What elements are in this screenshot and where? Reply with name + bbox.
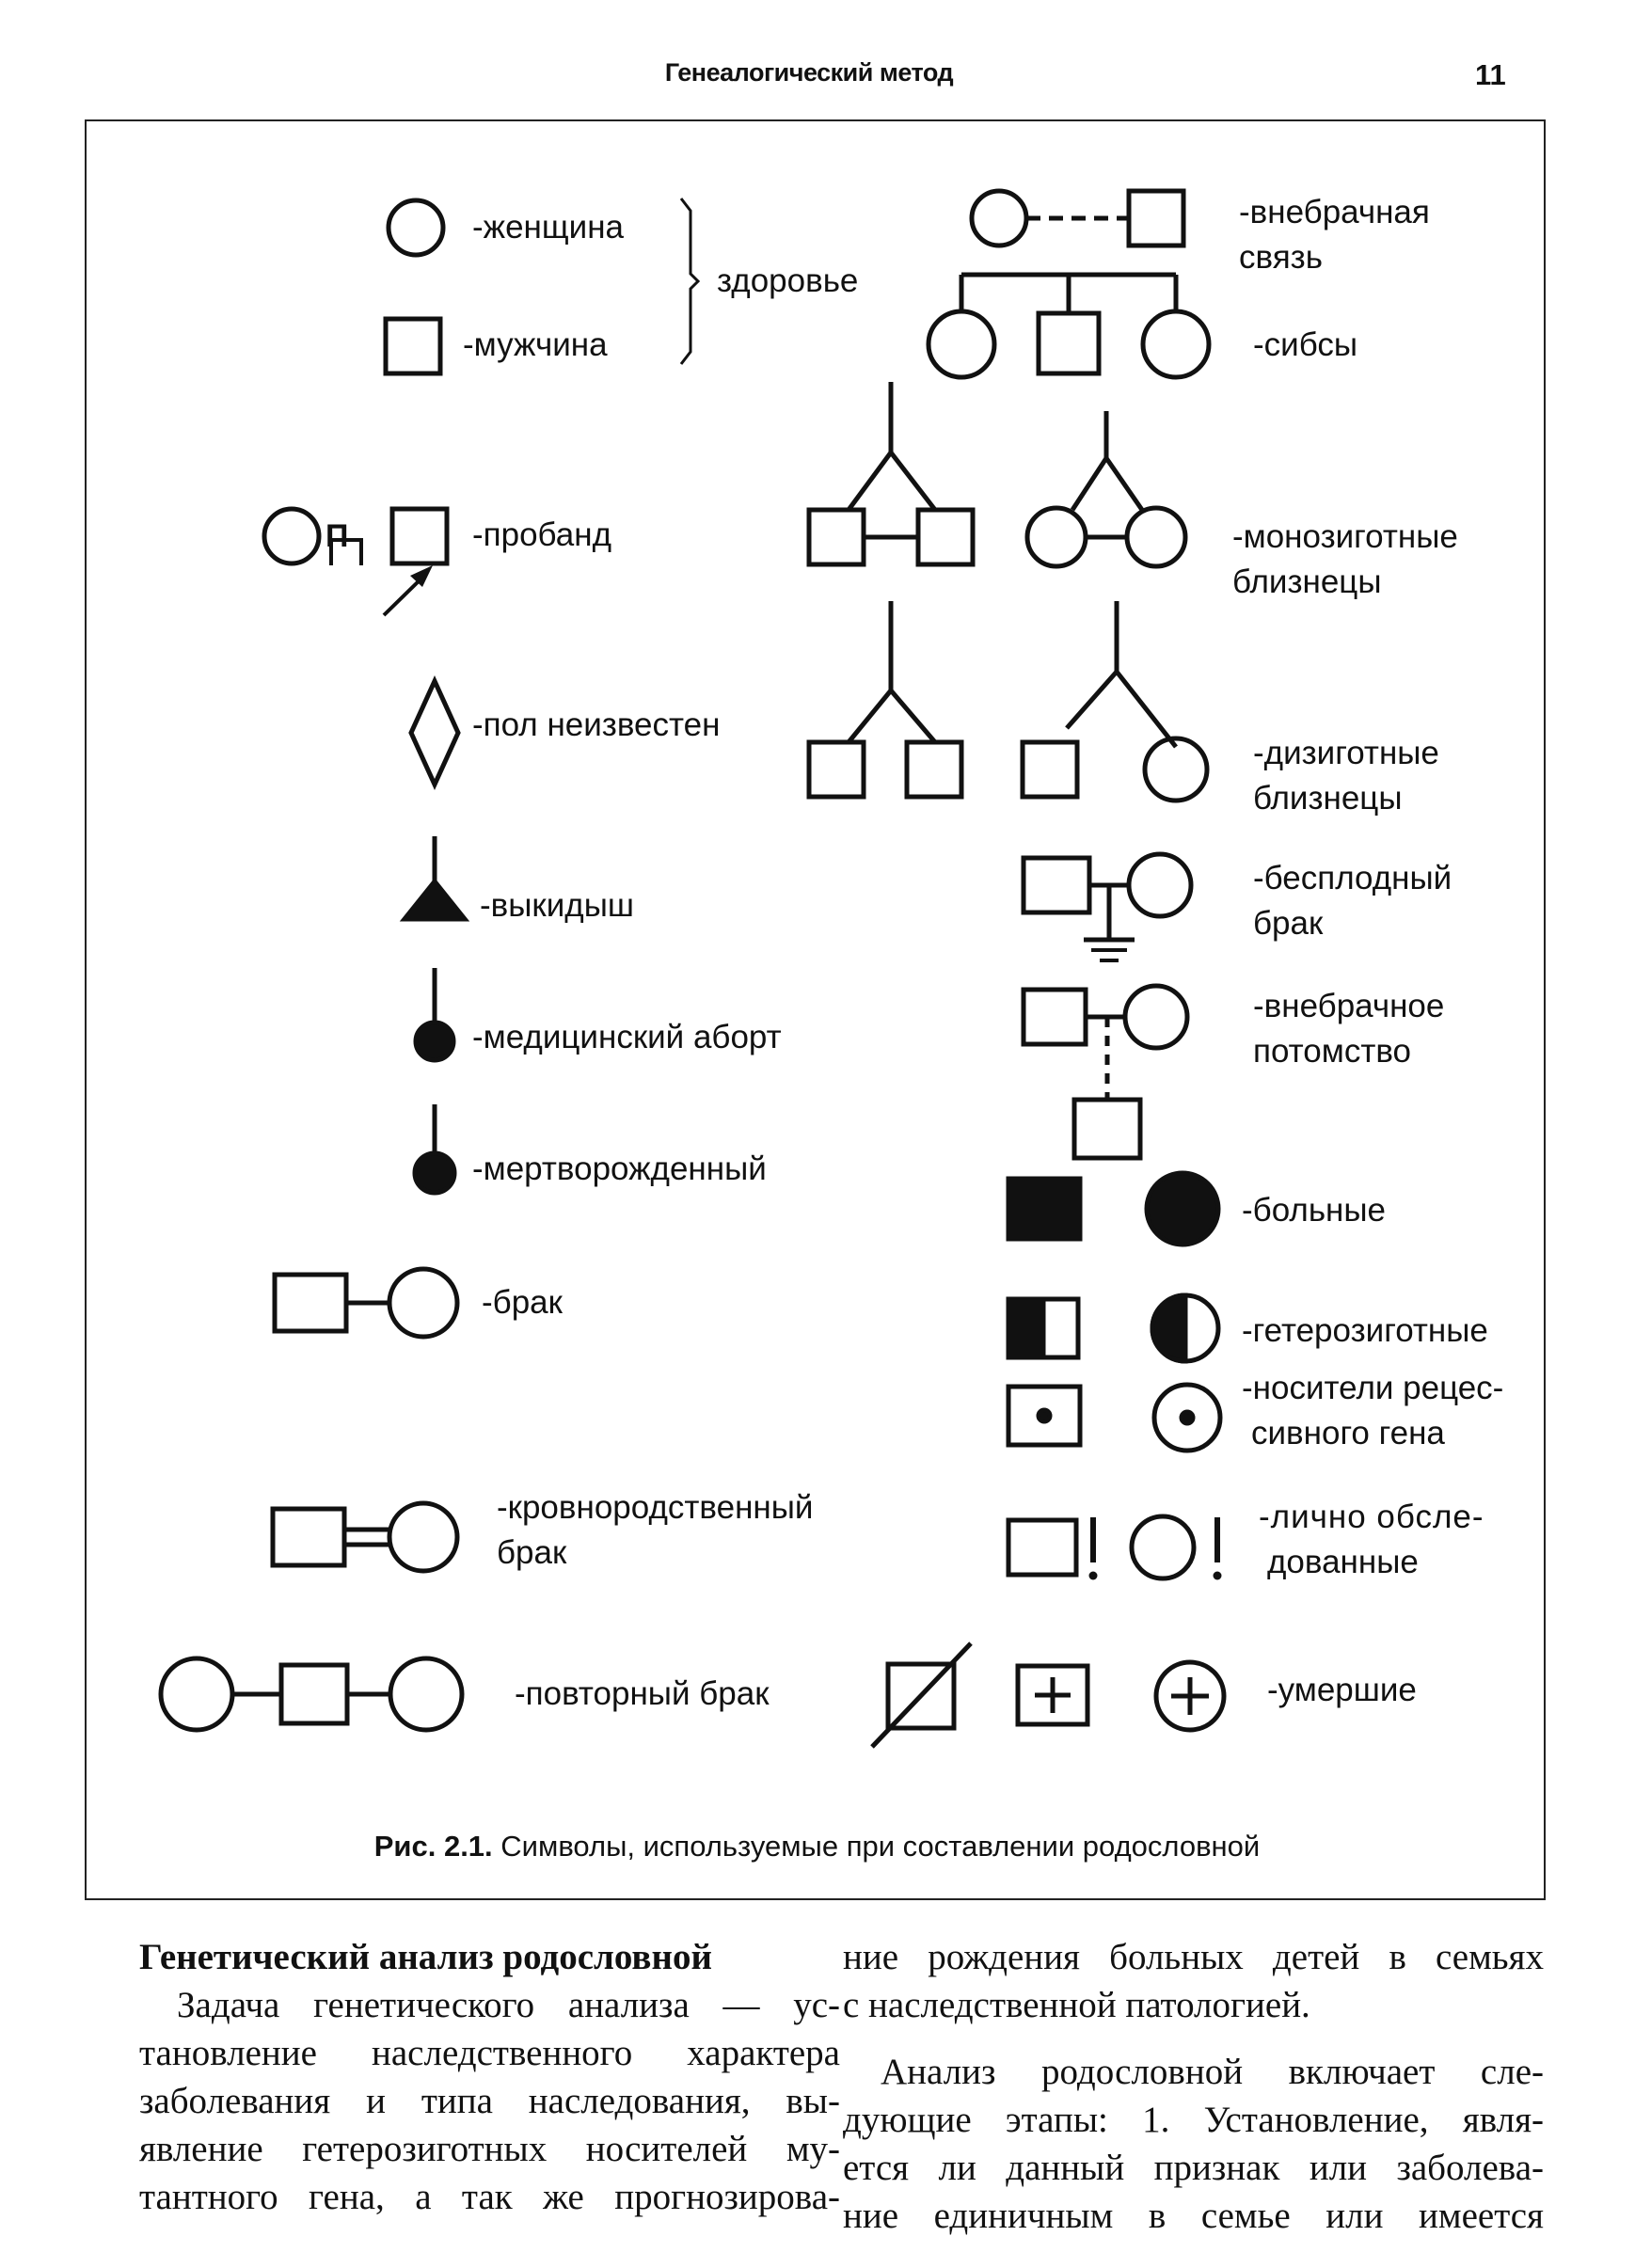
carrier-male-symbol (1006, 1384, 1083, 1448)
text-line: ние рождения больных детей в семьях (843, 1937, 1544, 1977)
miscarriage-symbol (399, 836, 470, 922)
label-affected: -больные (1242, 1192, 1387, 1229)
text-line: ние единичным в семье или имеется (843, 2196, 1544, 2236)
label-monozygotic-2: близнецы (1232, 563, 1382, 600)
section-heading: Генетический анализ родословной (139, 1937, 712, 1977)
personally-examined-female-symbol (1129, 1514, 1222, 1581)
label-unknown-sex: -пол неизвестен (472, 706, 721, 743)
medical-abortion-symbol (413, 968, 456, 1063)
dizygotic-twins-mixed (1020, 601, 1210, 803)
carrier-female-symbol (1151, 1382, 1223, 1453)
running-title: Генеалогический метод (664, 58, 954, 87)
deceased-female-plus-symbol (1153, 1659, 1227, 1733)
man-symbol (383, 316, 443, 376)
label-man: -мужчина (463, 326, 608, 363)
text-line: дующие этапы: 1. Установление, явля- (843, 2100, 1544, 2140)
label-infertile-2: брак (1253, 905, 1324, 942)
text-line: Анализ родословной включает сле- (881, 2052, 1544, 2092)
paragraph-spacer (843, 2029, 1544, 2048)
infertile-marriage-symbol (1021, 851, 1194, 962)
text-line: явление гетерозиготных носителей му- (139, 2129, 840, 2169)
figure-pedigree-symbols: -женщина -мужчина здоровье -внебрачная с… (85, 119, 1546, 1900)
affected-male-symbol (1006, 1176, 1083, 1242)
label-personally-examined-1: -лично обсле- (1259, 1499, 1484, 1535)
marriage-symbol (272, 1266, 460, 1340)
label-extramarital-relation-2: связь (1239, 239, 1323, 276)
label-medical-abortion: -медицинский аборт (472, 1019, 782, 1055)
label-carriers-2: сивного гена (1251, 1415, 1445, 1451)
label-extramarital-offspring-2: потомство (1253, 1033, 1412, 1070)
text-line: Задача генетического анализа — ус- (177, 1985, 840, 2025)
extramarital-offspring-symbol (1021, 983, 1190, 1161)
label-carriers-1: -носители рецес- (1242, 1370, 1504, 1406)
monozygotic-twins-female (1024, 411, 1188, 569)
sibs-symbol (926, 272, 1212, 380)
extramarital-relation-symbol (969, 188, 1186, 248)
label-consanguineous-1: -кровнородственный (497, 1489, 814, 1526)
stillborn-symbol (412, 1104, 457, 1196)
proband-letter: П (325, 514, 348, 559)
proband-symbol (262, 506, 450, 617)
text-line: тантного гена, а так же прогнозирова- (139, 2177, 840, 2217)
affected-female-symbol (1144, 1170, 1221, 1247)
label-woman: -женщина (472, 209, 625, 246)
running-head: Генеалогический метод 11 (0, 58, 1635, 105)
text-line: тановление наследственного характера (139, 2033, 840, 2073)
text-line: заболевания и типа наследования, вы- (139, 2081, 840, 2121)
label-marriage: -брак (482, 1284, 563, 1321)
label-infertile-1: -бесплодный (1253, 860, 1452, 896)
text-column-left: Генетический анализ родословной Задача г… (139, 1933, 840, 2221)
text-line: ется ли данный признак или заболева- (843, 2148, 1544, 2188)
caption-text: Символы, используемые при составлении ро… (500, 1830, 1261, 1863)
text-column-right: ние рождения больных детей в семьях с на… (843, 1933, 1544, 2240)
proband-letter-text: П (325, 518, 349, 554)
label-siblings: -сибсы (1253, 326, 1358, 363)
label-personally-examined-2: дованные (1267, 1544, 1419, 1580)
label-consanguineous-2: брак (497, 1534, 567, 1571)
label-proband: -пробанд (472, 516, 611, 553)
consanguineous-marriage-symbol (270, 1500, 460, 1574)
text-line: с наследственной патологией. (843, 1985, 1310, 2025)
label-heterozygous: -гетерозиготные (1242, 1312, 1488, 1349)
unknown-sex-symbol (408, 674, 461, 791)
healthy-brace (679, 198, 701, 365)
repeated-marriage-symbol (158, 1656, 465, 1733)
label-dizygotic-1: -дизиготные (1253, 735, 1439, 771)
label-extramarital-offspring-1: -внебрачное (1253, 988, 1445, 1024)
label-stillborn: -мертворожденный (472, 1150, 767, 1187)
heterozygous-female-symbol (1150, 1293, 1221, 1364)
label-dizygotic-2: близнецы (1253, 780, 1403, 817)
pedigree-symbols-drawing (158, 188, 1227, 1749)
label-monozygotic-1: -монозиготные (1232, 518, 1458, 555)
label-healthy: здоровье (717, 262, 859, 299)
label-deceased: -умершие (1267, 1672, 1417, 1708)
woman-symbol (386, 198, 446, 258)
dizygotic-twins-male (806, 601, 964, 800)
page-number: 11 (1475, 58, 1506, 91)
personally-examined-male-symbol (1006, 1517, 1098, 1580)
label-miscarriage: -выкидыш (480, 887, 634, 924)
label-repeated-marriage: -повторный брак (515, 1675, 770, 1712)
label-extramarital-relation-1: -внебрачная (1239, 194, 1430, 230)
caption-label: Рис. 2.1. (373, 1830, 493, 1863)
heterozygous-male-symbol (1006, 1296, 1081, 1360)
figure-caption: Рис. 2.1. Символы, используемые при сост… (87, 1830, 1548, 1864)
deceased-male-plus-symbol (1015, 1663, 1090, 1727)
monozygotic-twins-male (806, 382, 976, 567)
deceased-crossed-symbol (870, 1642, 973, 1749)
